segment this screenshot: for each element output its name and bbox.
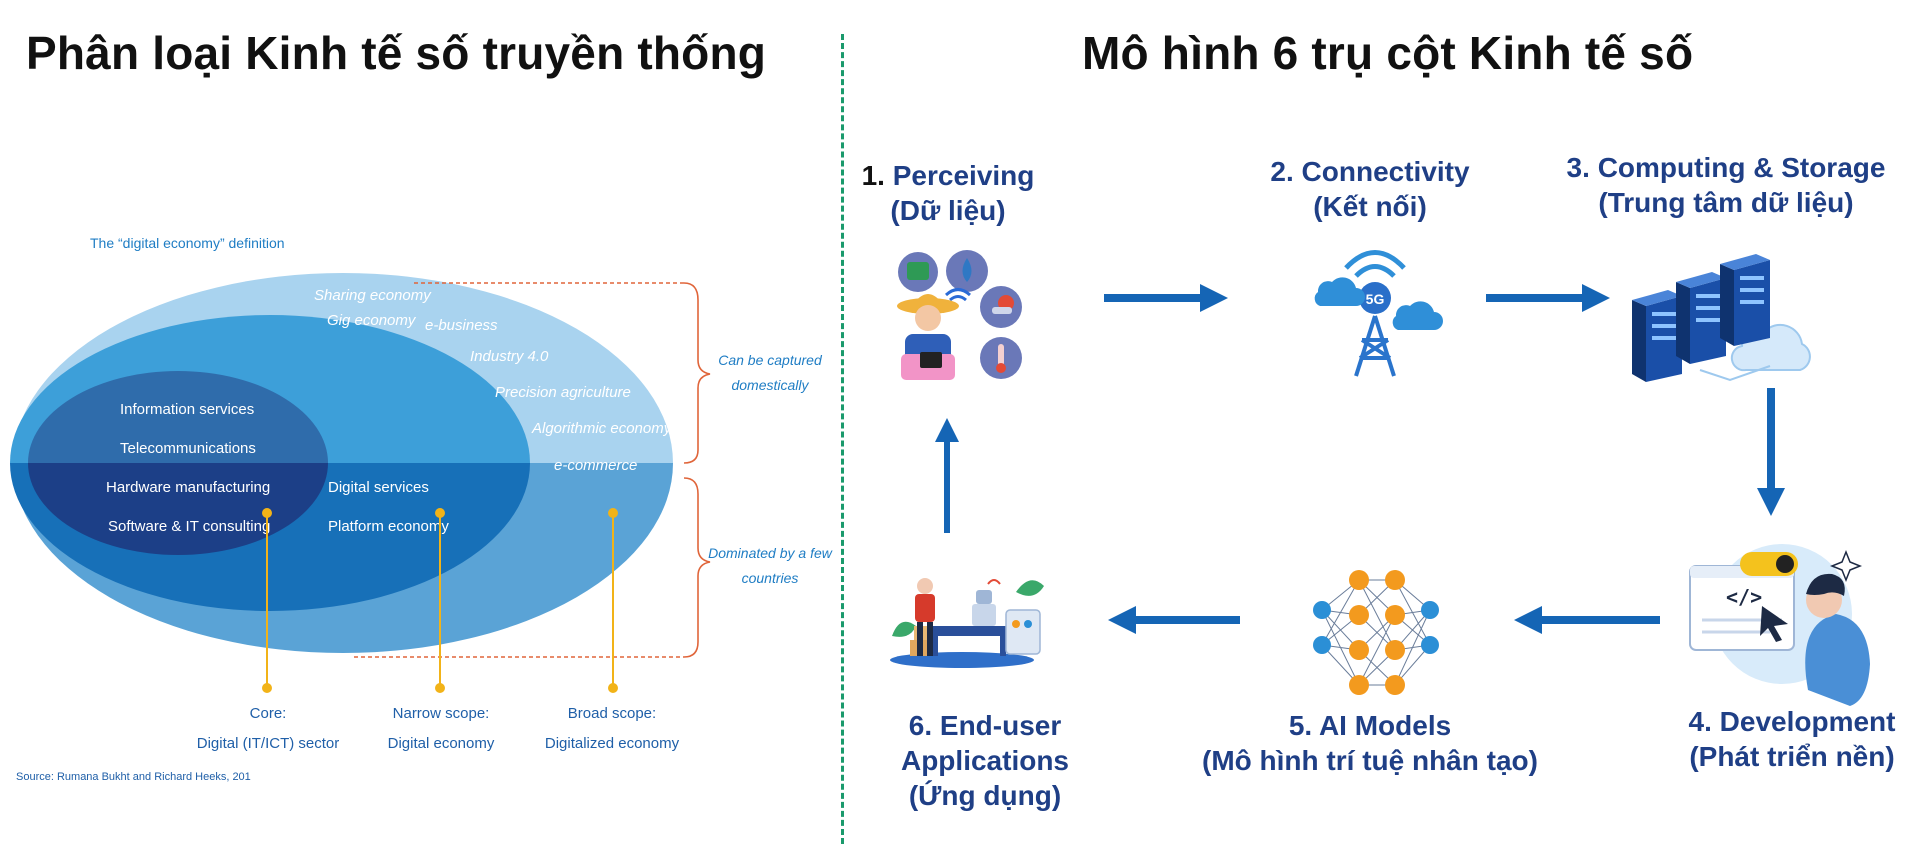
broad-item: Precision agriculture xyxy=(495,384,631,401)
pillar-4-title: 4. Development (Phát triển nền) xyxy=(1688,706,1896,772)
pillar-3-title: 3. Computing & Storage (Trung tâm dữ liệ… xyxy=(1566,152,1886,218)
core-item: Telecommunications xyxy=(120,440,256,457)
few-countries-brace xyxy=(354,477,711,658)
svg-text:</>: </> xyxy=(1726,585,1762,609)
narrow-item: Platform economy xyxy=(328,518,449,535)
source-citation: Source: Rumana Bukht and Richard Heeks, … xyxy=(16,771,251,783)
server-rack xyxy=(1632,290,1682,382)
left-panel-title: Phân loại Kinh tế số truyền thống xyxy=(26,27,767,79)
server-racks-icon xyxy=(1632,254,1811,382)
brace-label-bottom: countries xyxy=(742,570,799,586)
pillar-6-title: 6. End-user Applications (Ứng dụng) xyxy=(900,710,1069,811)
domestic-brace xyxy=(414,282,711,464)
arrow-1-to-2 xyxy=(1104,284,1228,312)
broad-item: e-commerce xyxy=(554,457,637,474)
farmer-sensors-icon xyxy=(897,250,1022,380)
broad-item: Gig economy xyxy=(327,312,417,329)
broad-item: Algorithmic economy xyxy=(531,420,673,437)
broad-item: Sharing economy xyxy=(314,287,432,304)
server-rack xyxy=(1720,254,1770,346)
digital-economy-ellipse-diagram: The “digital economy” definition Informa… xyxy=(10,235,833,752)
broad-item: Industry 4.0 xyxy=(470,348,549,365)
definition-label: The “digital economy” definition xyxy=(90,235,285,251)
broad-item: e-business xyxy=(425,317,498,334)
developer-code-icon: </> xyxy=(1689,544,1870,706)
arrow-2-to-3 xyxy=(1486,284,1610,312)
core-item: Hardware manufacturing xyxy=(106,479,270,496)
brace-label-bottom: Dominated by a few xyxy=(708,545,833,561)
panel-divider xyxy=(841,34,844,844)
arrow-6-to-1 xyxy=(935,418,959,533)
neural-network-icon xyxy=(1321,579,1431,686)
scope-core-title: Core: xyxy=(250,705,287,722)
brace-label-top: Can be captured xyxy=(718,352,823,368)
factory-robot-icon xyxy=(890,578,1044,668)
pillar-1-title: 1. Perceiving (Dữ liệu) xyxy=(861,160,1035,226)
neural-network-nodes xyxy=(1313,570,1439,695)
arrow-3-to-4 xyxy=(1757,388,1785,516)
core-ellipse xyxy=(28,371,328,555)
server-rack xyxy=(1676,272,1726,364)
core-item: Software & IT consulting xyxy=(108,518,270,535)
right-panel-title: Mô hình 6 trụ cột Kinh tế số xyxy=(1082,27,1694,79)
scope-broad-title: Broad scope: xyxy=(568,705,656,722)
core-item: Information services xyxy=(120,401,254,418)
scope-narrow-title: Narrow scope: xyxy=(393,705,490,722)
pillar-5-title: 5. AI Models (Mô hình trí tuệ nhân tạo) xyxy=(1202,710,1538,776)
scope-core-desc: Digital (IT/ICT) sector xyxy=(197,735,340,752)
tower-label: 5G xyxy=(1366,291,1385,307)
narrow-item: Digital services xyxy=(328,479,429,496)
flow-arrows xyxy=(935,284,1785,634)
scope-broad-desc: Digitalized economy xyxy=(545,735,680,752)
pillar-2-title: 2. Connectivity (Kết nối) xyxy=(1270,156,1470,222)
5g-tower-icon: 5G xyxy=(1314,250,1443,377)
arrow-5-to-6 xyxy=(1108,606,1240,634)
scope-markers xyxy=(262,508,618,693)
brace-label-top: domestically xyxy=(731,377,809,393)
arrow-4-to-5 xyxy=(1514,606,1660,634)
scope-narrow-desc: Digital economy xyxy=(388,735,495,752)
